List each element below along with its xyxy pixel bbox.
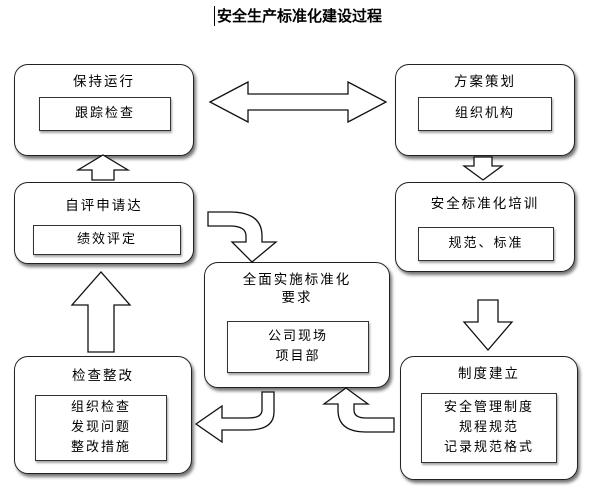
- node-jiancha-zhenggai-inner: 组织检查 发现问题 整改措施: [35, 395, 167, 461]
- node-baochi-yunxing-title: 保持运行: [73, 74, 135, 90]
- node-jiancha-zhenggai: 检查整改 组织检查 发现问题 整改措施: [14, 356, 192, 474]
- node-baochi-yunxing: 保持运行 跟踪检查: [14, 64, 194, 156]
- inner-line: 跟踪检查: [74, 106, 135, 121]
- node-zhidu-jianli-title: 制度建立: [458, 366, 520, 382]
- inner-line: 组织机构: [454, 106, 515, 121]
- node-ziping-shenqing: 自评申请达 绩效评定: [14, 182, 194, 264]
- inner-line: 整改措施: [70, 440, 131, 455]
- inner-line: 组织检查: [70, 400, 131, 415]
- node-quanmian-shishi-title-2: 要求: [281, 290, 313, 306]
- arrow-up-ziping-baochi: [75, 154, 131, 181]
- inner-line: 绩效评定: [76, 232, 137, 247]
- node-zhidu-jianli: 制度建立 安全管理制度 规程规范 记录规范格式: [400, 356, 578, 480]
- node-quanmian-shishi-inner: 公司现场 项目部: [227, 321, 369, 373]
- inner-line: 发现问题: [70, 420, 131, 435]
- arrow-down-peixun-zhidu: [462, 299, 514, 351]
- inner-line: 规程规范: [458, 420, 519, 435]
- node-quanmian-shishi-title-1: 全面实施标准化: [242, 272, 352, 288]
- node-fangan-cehua-inner: 组织机构: [418, 97, 552, 131]
- node-anquan-peixun-title: 安全标准化培训: [430, 196, 540, 212]
- arrow-down-fangan-peixun: [462, 156, 504, 181]
- node-baochi-yunxing-inner: 跟踪检查: [39, 97, 171, 131]
- diagram-title: 安全生产标准化建设过程: [214, 6, 417, 26]
- node-ziping-shenqing-title: 自评申请达: [65, 198, 143, 214]
- node-fangan-cehua: 方案策划 组织机构: [395, 64, 575, 156]
- curved-arrow-quanmian-jiancha: [194, 391, 275, 444]
- node-anquan-peixun-inner: 规范、标准: [418, 227, 554, 261]
- node-anquan-peixun: 安全标准化培训 规范、标准: [395, 182, 575, 272]
- node-zhidu-jianli-inner: 安全管理制度 规程规范 记录规范格式: [421, 393, 557, 463]
- node-ziping-shenqing-inner: 绩效评定: [33, 225, 181, 255]
- inner-line: 公司现场: [267, 329, 328, 344]
- double-arrow: [208, 80, 388, 124]
- inner-line: 记录规范格式: [443, 440, 534, 455]
- inner-line: 安全管理制度: [443, 400, 534, 415]
- inner-line: 规范、标准: [448, 236, 524, 251]
- inner-line: 项目部: [275, 349, 321, 364]
- curved-arrow-ziping-quanmian: [207, 211, 278, 263]
- curved-arrow-zhidu-quanmian: [322, 387, 395, 433]
- arrow-up-jiancha-ziping: [70, 271, 132, 353]
- node-quanmian-shishi: 全面实施标准化 要求 公司现场 项目部: [204, 262, 390, 388]
- node-fangan-cehua-title: 方案策划: [454, 74, 516, 90]
- node-jiancha-zhenggai-title: 检查整改: [72, 368, 134, 384]
